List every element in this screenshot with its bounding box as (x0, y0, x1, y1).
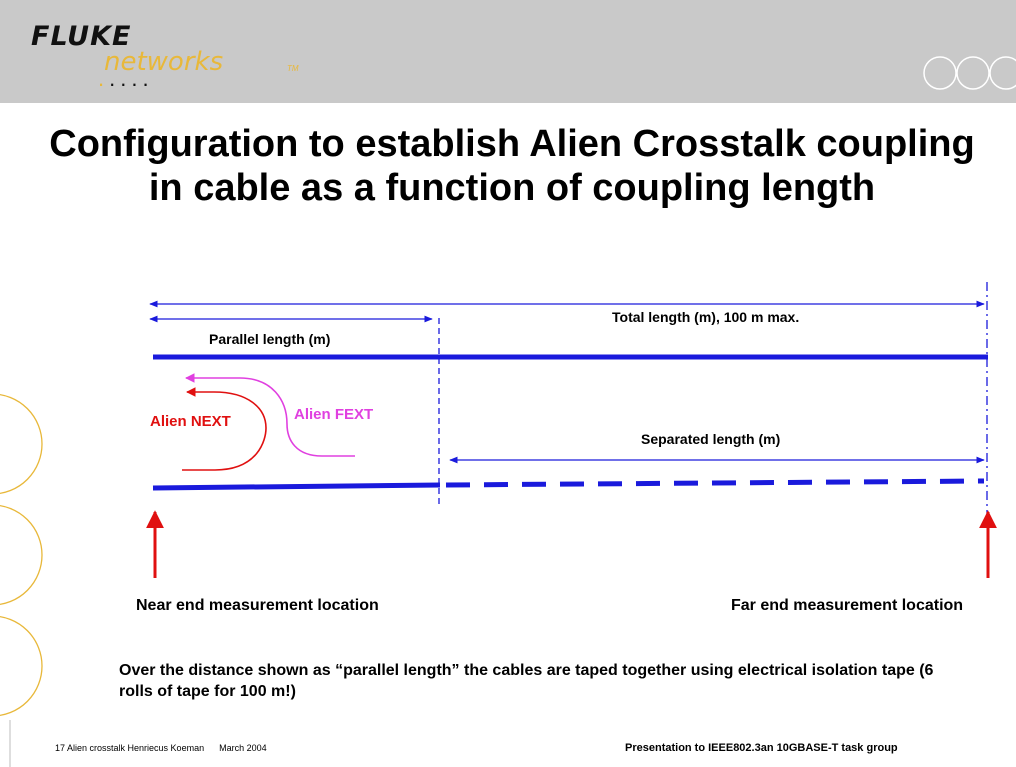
bottom-cable-separated (445, 478, 985, 488)
logo-trademark: TM (287, 64, 299, 73)
parallel-length-label: Parallel length (m) (209, 331, 331, 347)
logo-fluke: FLUKE (31, 21, 132, 52)
slide-title: Configuration to establish Alien Crossta… (49, 123, 975, 209)
alien-fext-arrow (185, 373, 355, 457)
explanatory-note: Over the distance shown as “parallel len… (119, 662, 934, 700)
bottom-cable-parallel (152, 482, 441, 491)
alien-next-arrow (182, 387, 267, 471)
header-band: FLUKE networks TM ..... (0, 0, 1016, 103)
separated-length-label: Separated length (m) (641, 431, 781, 447)
footer-right: Presentation to IEEE802.3an 10GBASE-T ta… (625, 742, 898, 754)
alien-next-label: Alien NEXT (150, 413, 231, 430)
footer-left: 17 Alien crosstalk Henriecus Koeman Marc… (55, 743, 267, 753)
alien-fext-label: Alien FEXT (294, 406, 374, 423)
far-end-location-label: Far end measurement location (731, 597, 964, 614)
logo-networks: networks (104, 47, 224, 77)
near-end-location-label: Near end measurement location (136, 597, 379, 614)
header-circles-decoration (923, 56, 1016, 90)
total-length-label: Total length (m), 100 m max. (612, 309, 800, 325)
side-circles-decoration (0, 393, 43, 767)
